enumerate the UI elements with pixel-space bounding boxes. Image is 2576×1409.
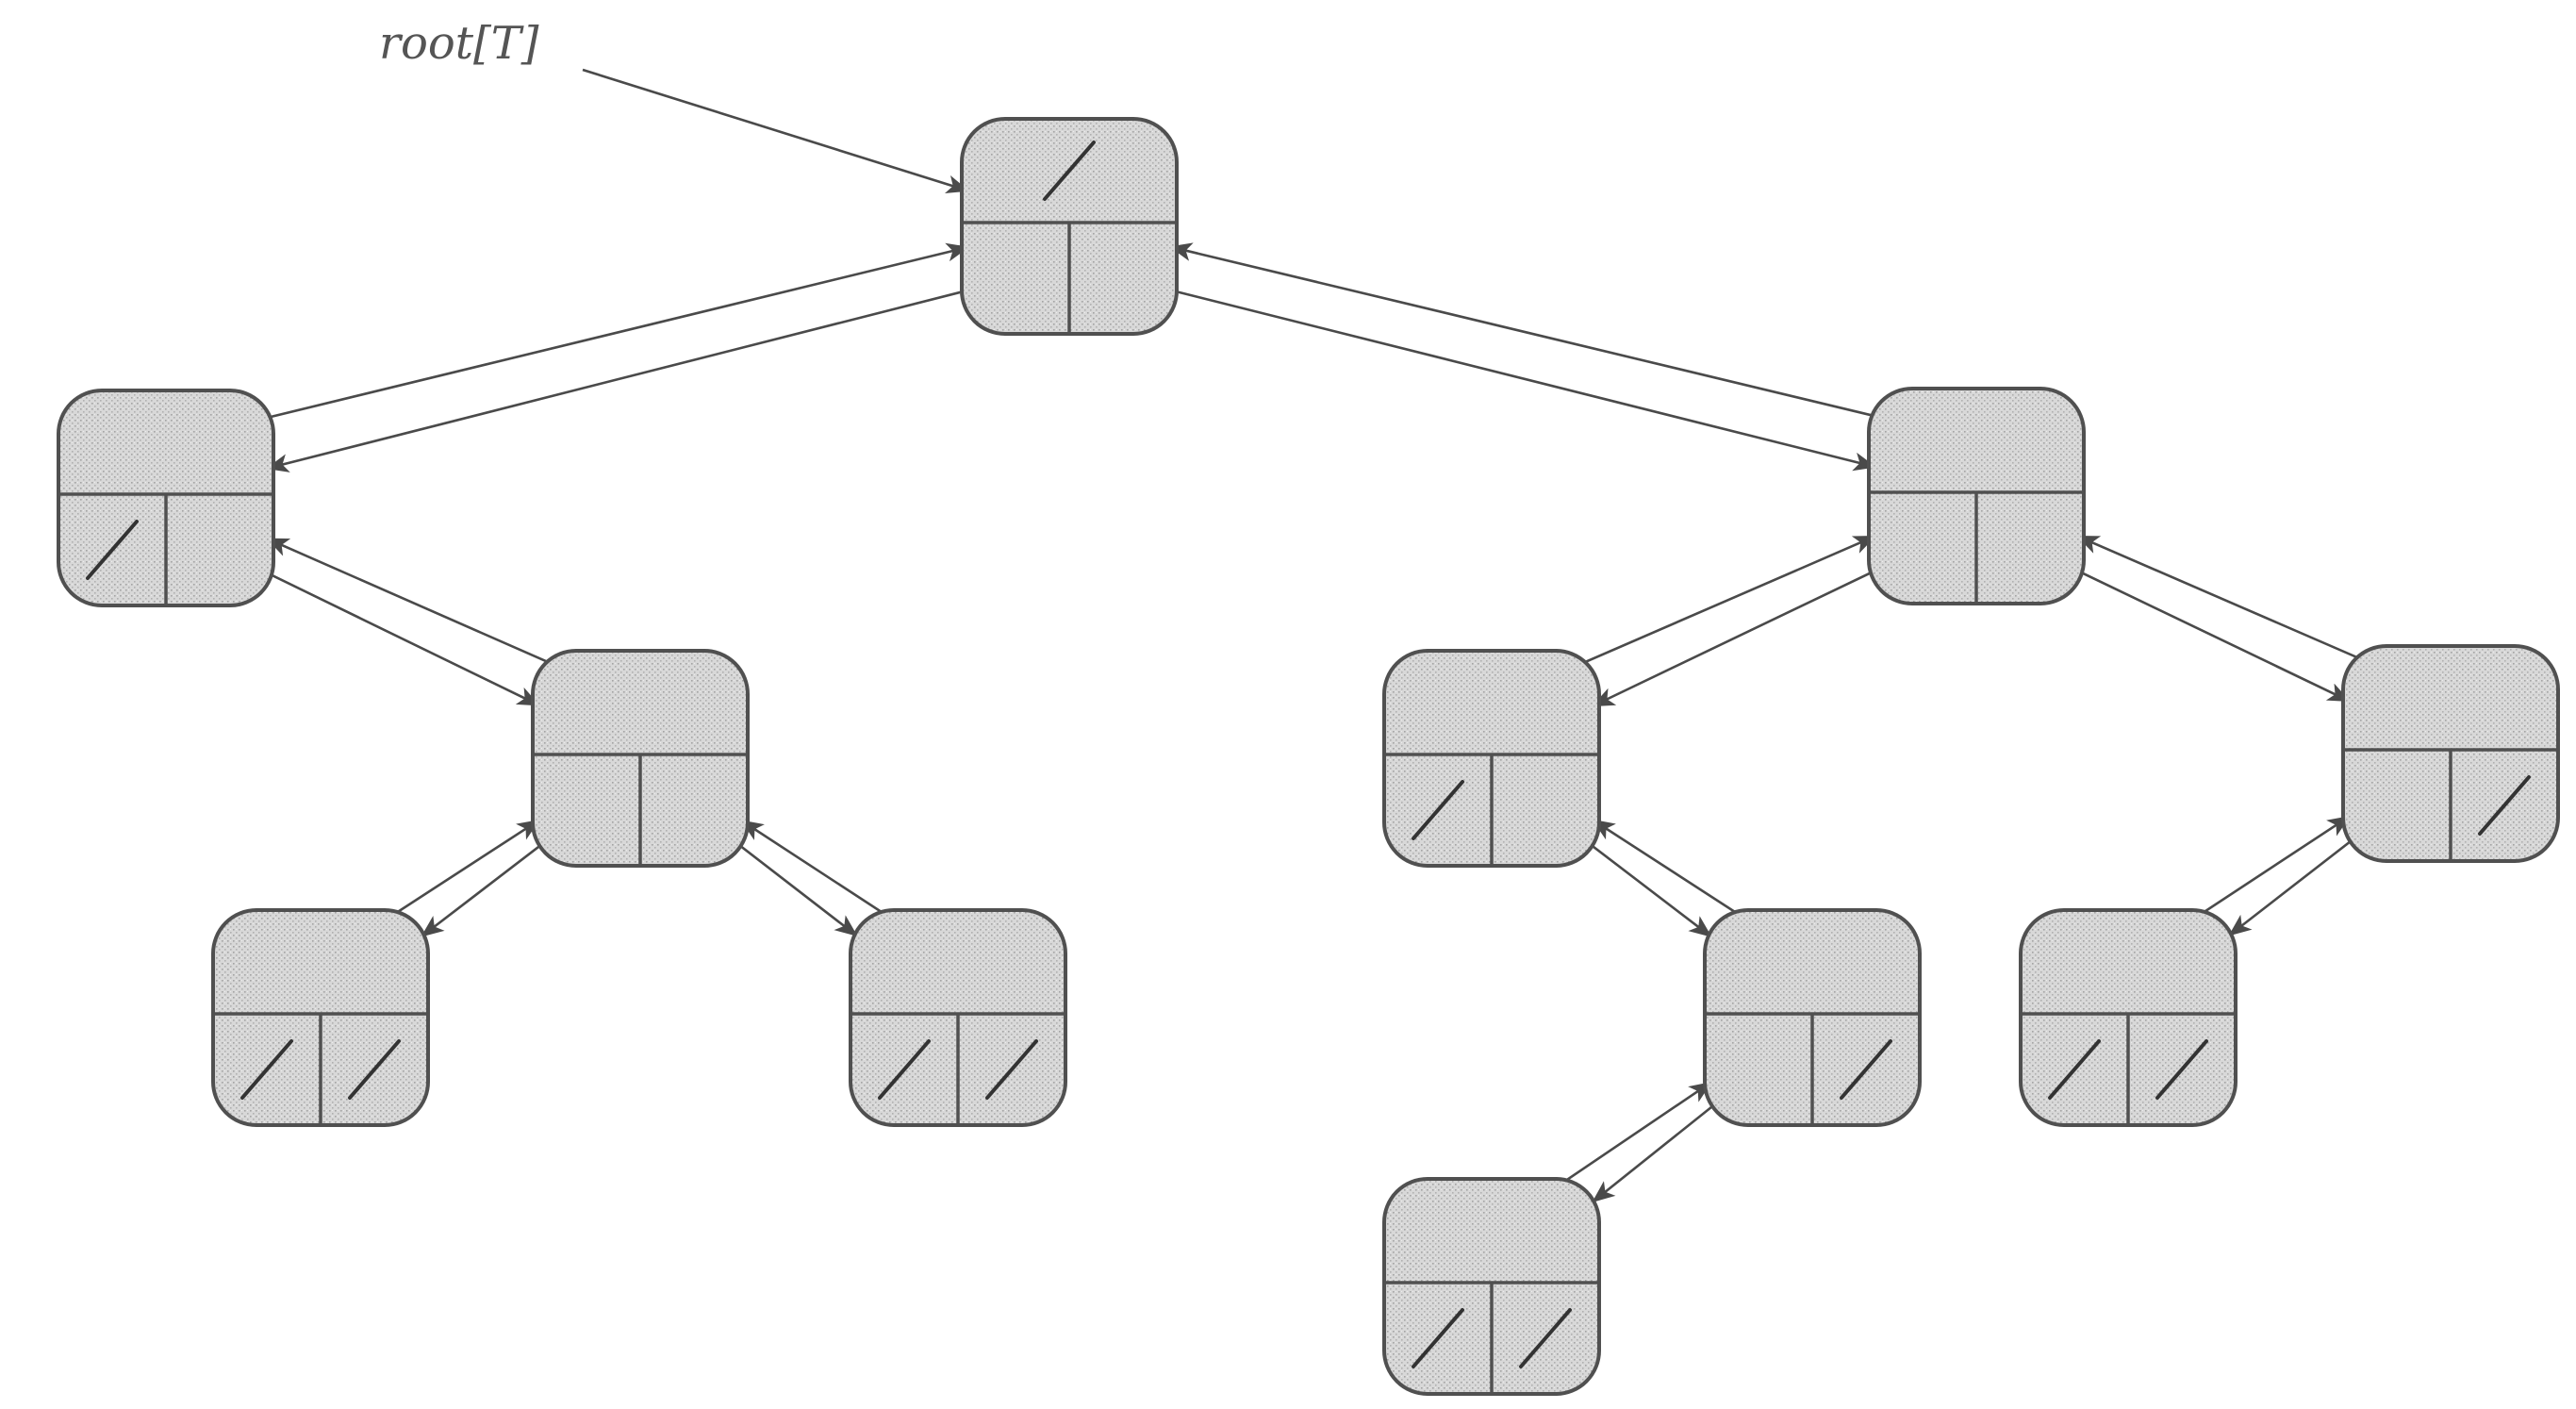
nil-right-slash xyxy=(2155,1039,2208,1100)
tree-node xyxy=(2019,908,2237,1127)
tree-node xyxy=(531,649,750,868)
tree-node xyxy=(211,908,430,1127)
tree-node xyxy=(57,389,275,607)
tree-node xyxy=(1382,649,1601,868)
tree-node xyxy=(1703,908,1922,1127)
nil-left-slash xyxy=(1412,1308,1464,1368)
nil-left-slash xyxy=(240,1039,293,1100)
tree-node xyxy=(2341,644,2560,863)
tree-node xyxy=(849,908,1067,1127)
parent-pointer xyxy=(165,242,969,444)
nil-right-slash xyxy=(985,1039,1038,1100)
right-child-pointer xyxy=(1122,276,1876,472)
nil-parent-slash xyxy=(1043,141,1096,201)
left-child-pointer xyxy=(266,276,1016,472)
tree-node xyxy=(960,117,1179,336)
nil-left-slash xyxy=(1412,780,1464,840)
tree-node xyxy=(1382,1177,1601,1396)
nil-right-slash xyxy=(2478,775,2531,836)
tree-node xyxy=(1867,387,2086,605)
nil-left-slash xyxy=(878,1039,931,1100)
nil-right-slash xyxy=(348,1039,401,1100)
root-pointer xyxy=(582,68,969,194)
nil-left-slash xyxy=(86,520,139,580)
parent-pointer xyxy=(1169,242,1977,442)
root-label: root[T] xyxy=(379,17,539,70)
nodes-layer xyxy=(57,117,2560,1396)
nil-right-slash xyxy=(1519,1308,1572,1368)
nil-right-slash xyxy=(1840,1039,1892,1100)
left-child-pointer xyxy=(1592,546,1924,707)
nil-left-slash xyxy=(2048,1039,2101,1100)
